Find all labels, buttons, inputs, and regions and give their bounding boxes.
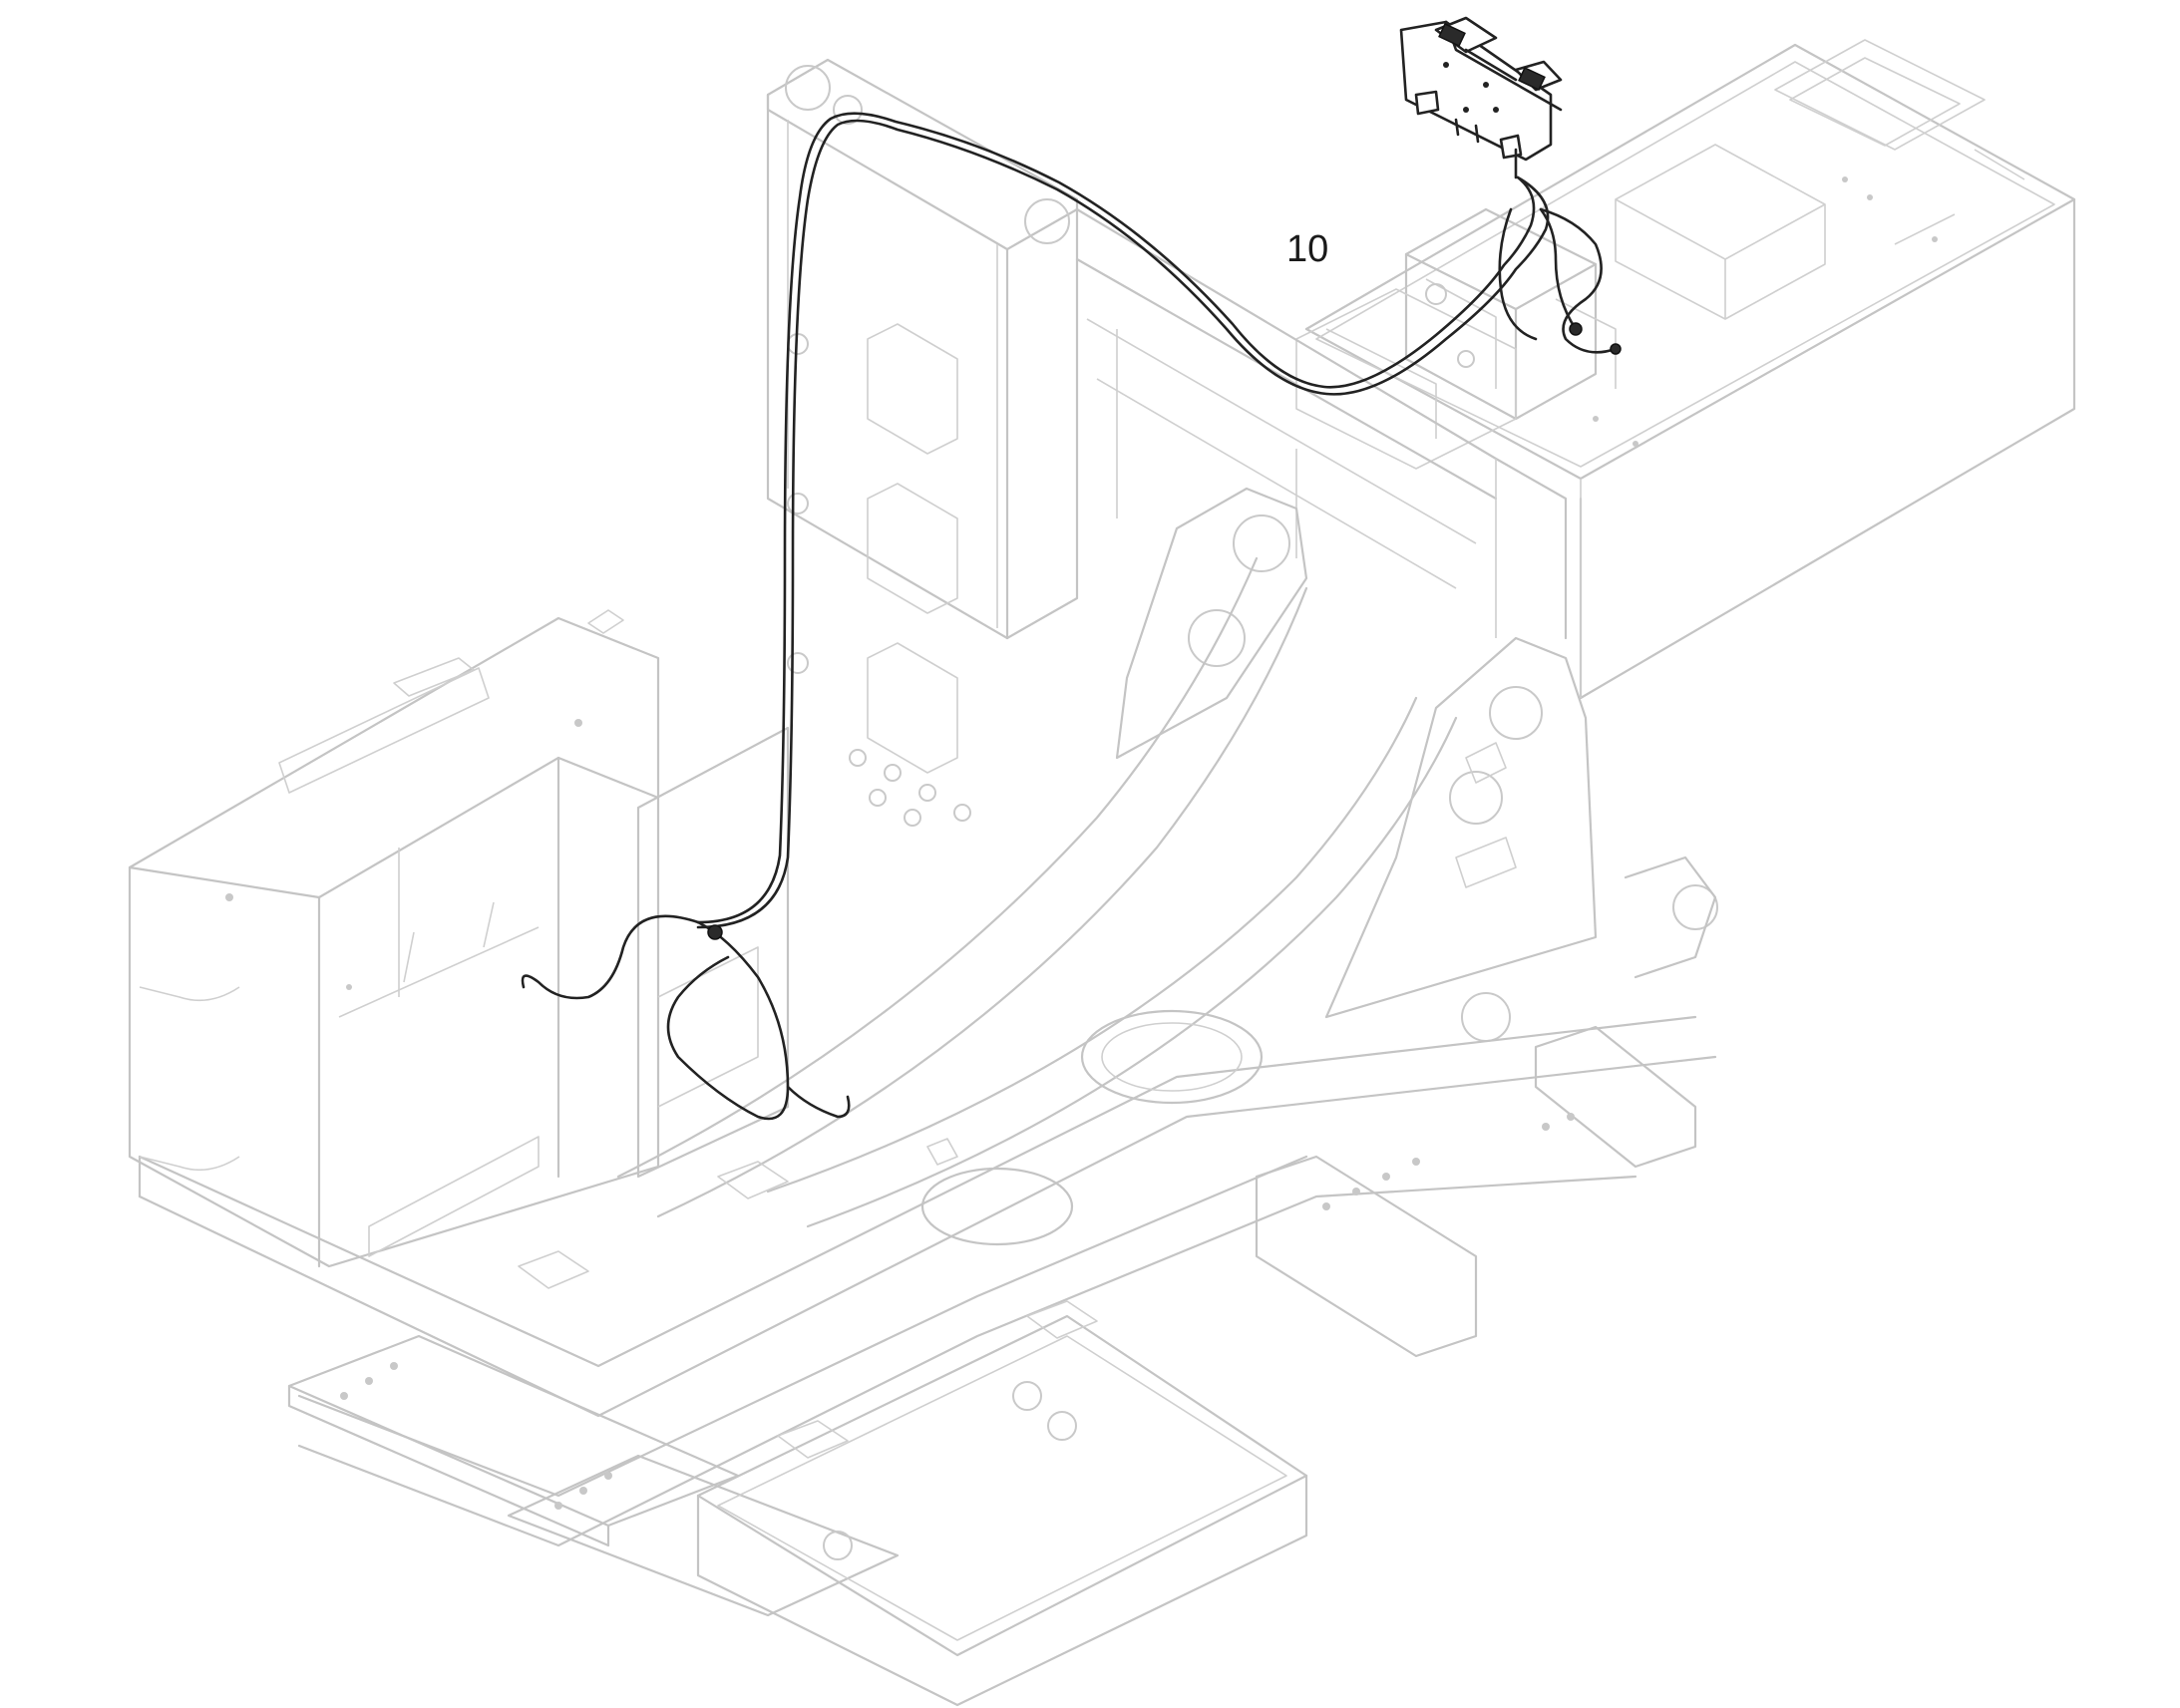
main-chassis-frame	[138, 556, 1717, 1707]
item-10-control-box	[1399, 16, 1563, 179]
cab-enclosure	[128, 609, 790, 1268]
pump-unit	[1295, 207, 1617, 470]
boom-mast	[766, 58, 1568, 827]
item-10-wiring-harness	[521, 112, 1622, 1121]
callout-label-10: 10	[1286, 228, 1328, 270]
rear-counterweight-box	[1304, 39, 2076, 700]
